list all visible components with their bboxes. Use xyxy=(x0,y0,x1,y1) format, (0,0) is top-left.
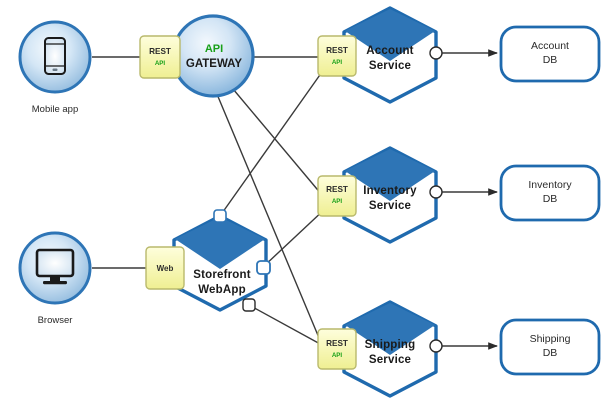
badge-web-storefront-primary: Web xyxy=(157,264,174,273)
storefront-port-top[interactable] xyxy=(213,209,227,223)
storefront-webapp-label-line2: WebApp xyxy=(198,284,246,296)
shipping-service-hexagon-top xyxy=(345,303,435,355)
badge-rest-account-box xyxy=(317,35,357,77)
badge-rest-inventory-box xyxy=(317,175,357,217)
badge-web-storefront-box xyxy=(145,246,185,290)
node-mobile-app[interactable]: Mobile app xyxy=(18,20,92,115)
monitor-icon xyxy=(35,248,75,285)
shipping-service-port[interactable] xyxy=(429,339,443,353)
node-api-gateway[interactable]: API GATEWAY xyxy=(171,14,255,98)
inventory-service-hexagon-top xyxy=(345,149,435,201)
inventory-db-label-line1: Inventory xyxy=(528,179,572,191)
smartphone-icon xyxy=(44,37,66,75)
node-browser[interactable]: Browser xyxy=(18,231,92,326)
account-db-label-line1: Account xyxy=(531,40,569,52)
badge-rest-inventory-secondary: API xyxy=(332,198,343,205)
inventory-service-label-line1: Inventory xyxy=(363,185,417,197)
storefront-webapp-label-line1: Storefront xyxy=(193,269,251,281)
badge-rest-account[interactable]: REST API xyxy=(317,35,357,77)
inventory-service-port[interactable] xyxy=(429,185,443,199)
api-gateway-circle xyxy=(171,14,255,98)
link-gateway-to-shipping xyxy=(213,86,323,346)
shipping-db-label-line2: DB xyxy=(543,347,558,359)
shipping-db-shape xyxy=(499,318,601,376)
badge-rest-shipping-box xyxy=(317,328,357,370)
node-storefront-webapp[interactable]: Storefront WebApp xyxy=(172,209,271,312)
badge-rest-gateway-secondary: API xyxy=(155,60,166,67)
account-service-hexagon-top xyxy=(345,9,435,61)
link-storefront-to-account xyxy=(219,71,323,217)
badge-rest-gateway-box xyxy=(139,35,181,79)
account-db-shape xyxy=(499,25,601,83)
badge-rest-inventory-primary: REST xyxy=(326,185,348,194)
node-account-service[interactable]: Account Service xyxy=(342,6,443,104)
node-shipping-db[interactable]: Shipping DB xyxy=(499,318,601,376)
badge-rest-shipping[interactable]: REST API xyxy=(317,328,357,370)
shipping-service-label-line1: Shipping xyxy=(365,339,416,351)
node-inventory-db[interactable]: Inventory DB xyxy=(499,164,601,222)
api-gateway-label-line2: GATEWAY xyxy=(186,58,243,70)
storefront-webapp-hexagon-top xyxy=(175,217,265,269)
link-storefront-to-inventory xyxy=(262,207,327,268)
node-account-db[interactable]: Account DB xyxy=(499,25,601,83)
badge-rest-shipping-primary: REST xyxy=(326,339,348,348)
inventory-db-shape xyxy=(499,164,601,222)
api-gateway-label-line1: API xyxy=(205,43,223,55)
inventory-db-label-line2: DB xyxy=(543,193,558,205)
node-shipping-service[interactable]: Shipping Service xyxy=(342,300,443,398)
badge-web-storefront[interactable]: Web xyxy=(145,246,185,290)
account-db-label-line2: DB xyxy=(543,54,558,66)
link-storefront-to-shipping xyxy=(248,304,323,346)
mobile-app-caption: Mobile app xyxy=(32,104,78,115)
storefront-port-bottom[interactable] xyxy=(242,298,256,312)
browser-caption: Browser xyxy=(38,315,73,326)
shipping-service-label-line2: Service xyxy=(369,354,411,366)
storefront-port-right[interactable] xyxy=(256,260,271,275)
badge-rest-inventory[interactable]: REST API xyxy=(317,175,357,217)
badge-rest-account-secondary: API xyxy=(332,59,343,66)
account-service-label-line2: Service xyxy=(369,60,411,72)
inventory-service-label-line2: Service xyxy=(369,200,411,212)
connection-lines xyxy=(92,49,498,350)
account-service-label-line1: Account xyxy=(366,45,413,57)
badge-rest-account-primary: REST xyxy=(326,46,348,55)
badge-rest-gateway[interactable]: REST API xyxy=(139,35,181,79)
badge-rest-shipping-secondary: API xyxy=(332,352,343,359)
account-service-port[interactable] xyxy=(429,46,443,60)
shipping-db-label-line1: Shipping xyxy=(530,333,571,345)
node-inventory-service[interactable]: Inventory Service xyxy=(342,146,443,244)
badge-rest-gateway-primary: REST xyxy=(149,47,171,56)
